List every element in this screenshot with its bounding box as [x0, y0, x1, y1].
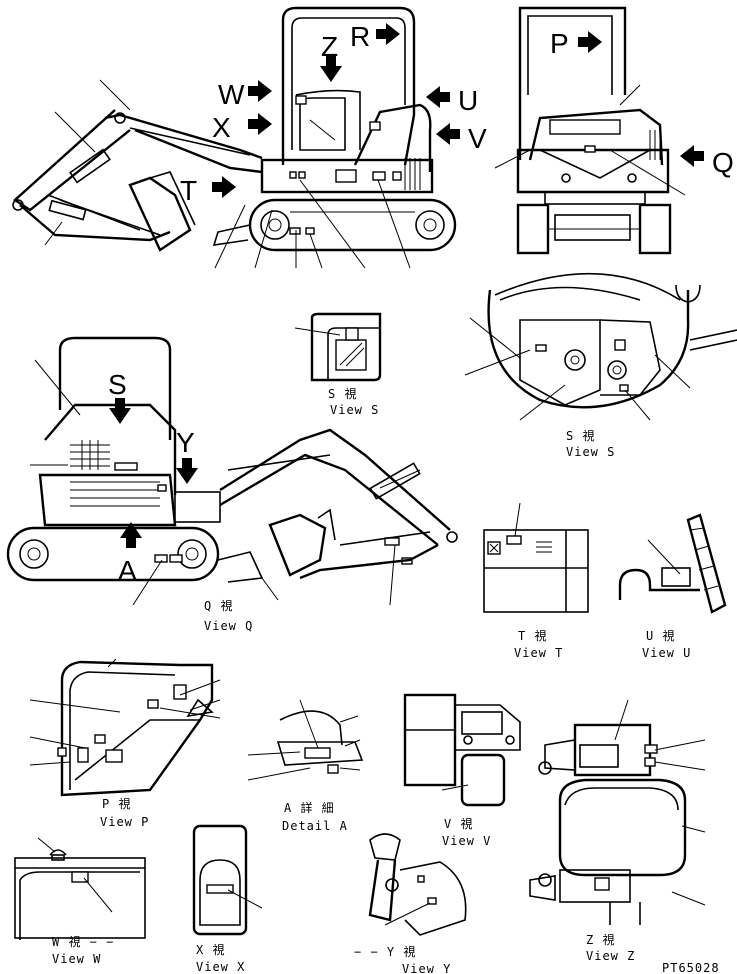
- arrow-label-w: W: [218, 79, 245, 110]
- caption-t-en: View T: [514, 646, 563, 660]
- arrow-label-t: T: [180, 175, 197, 206]
- arrow-label-v: V: [468, 123, 487, 154]
- caption-s2-en: View S: [566, 445, 615, 459]
- arrow-icon-v: V: [436, 123, 487, 154]
- caption-w-en: View W: [52, 952, 101, 966]
- view-s-small: [294, 312, 382, 382]
- caption-p-en: View P: [100, 815, 149, 829]
- caption-z-en: View Z: [586, 949, 635, 963]
- arrow-label-a: A: [118, 555, 137, 586]
- arrow-label-y: Y: [176, 427, 195, 458]
- arrow-icon-s: S: [108, 369, 131, 424]
- caption-q-en: View Q: [204, 619, 253, 633]
- view-s-large: [464, 272, 737, 421]
- arrow-icon-u: U: [426, 85, 478, 116]
- caption-q-jp: Q 視: [204, 598, 233, 613]
- arrow-icon-x: X: [212, 112, 272, 143]
- arrow-icon-w: W: [218, 79, 272, 110]
- arrow-icon-y: Y: [176, 427, 198, 484]
- arrow-label-q: Q: [712, 147, 734, 178]
- arrow-icon-t: T: [180, 175, 236, 206]
- view-w: [14, 837, 146, 940]
- view-p: [29, 658, 221, 797]
- arrow-label-x: X: [212, 112, 231, 143]
- view-u: [618, 513, 727, 614]
- view-t: [483, 502, 589, 613]
- drawing-number: PT65028: [662, 961, 720, 974]
- arrow-icon-a: A: [118, 522, 142, 586]
- caption-p-jp: P 視: [102, 796, 131, 811]
- arrow-label-u: U: [458, 85, 478, 116]
- detail-a: [247, 699, 364, 781]
- caption-z-jp: Z 視: [586, 932, 615, 947]
- view-x: [192, 824, 263, 936]
- arrow-icon-r: R: [350, 21, 400, 52]
- arrow-icon-q: Q: [680, 145, 734, 178]
- caption-u-jp: U 視: [646, 628, 675, 643]
- caption-x-en: View X: [196, 960, 245, 974]
- excavator-view-q: S Y A: [6, 336, 458, 606]
- arrow-label-z: Z: [321, 31, 338, 62]
- caption-t-jp: T 視: [518, 628, 547, 643]
- caption-s2-jp: S 視: [566, 428, 595, 443]
- caption-y-en: View Y: [402, 962, 451, 974]
- arrow-icon-p: P: [550, 28, 602, 59]
- caption-x-jp: X 視: [196, 942, 225, 957]
- excavator-side-view-top: W X T Z R U V: [12, 6, 487, 269]
- view-z: [529, 699, 706, 925]
- arrow-label-p: P: [550, 28, 569, 59]
- caption-a-en: Detail A: [282, 819, 348, 833]
- caption-a-jp: A 詳 細: [284, 800, 335, 815]
- caption-w-jp: W 視 − −: [52, 934, 114, 949]
- arrow-icon-z: Z: [320, 31, 342, 82]
- view-v: [403, 693, 521, 807]
- caption-y-jp: − − Y 視: [354, 944, 416, 959]
- captions: S 視 View S S 視 View S Q 視 View Q T 視 Vie…: [52, 386, 720, 974]
- caption-u-en: View U: [642, 646, 691, 660]
- caption-s-en: View S: [330, 403, 379, 417]
- view-y: [368, 833, 467, 936]
- arrow-label-s: S: [108, 369, 127, 400]
- caption-v-jp: V 視: [444, 816, 473, 831]
- arrow-label-r: R: [350, 21, 370, 52]
- excavator-rear-view: P Q: [494, 6, 734, 255]
- caption-s-jp: S 視: [328, 386, 357, 401]
- caption-v-en: View V: [442, 834, 491, 848]
